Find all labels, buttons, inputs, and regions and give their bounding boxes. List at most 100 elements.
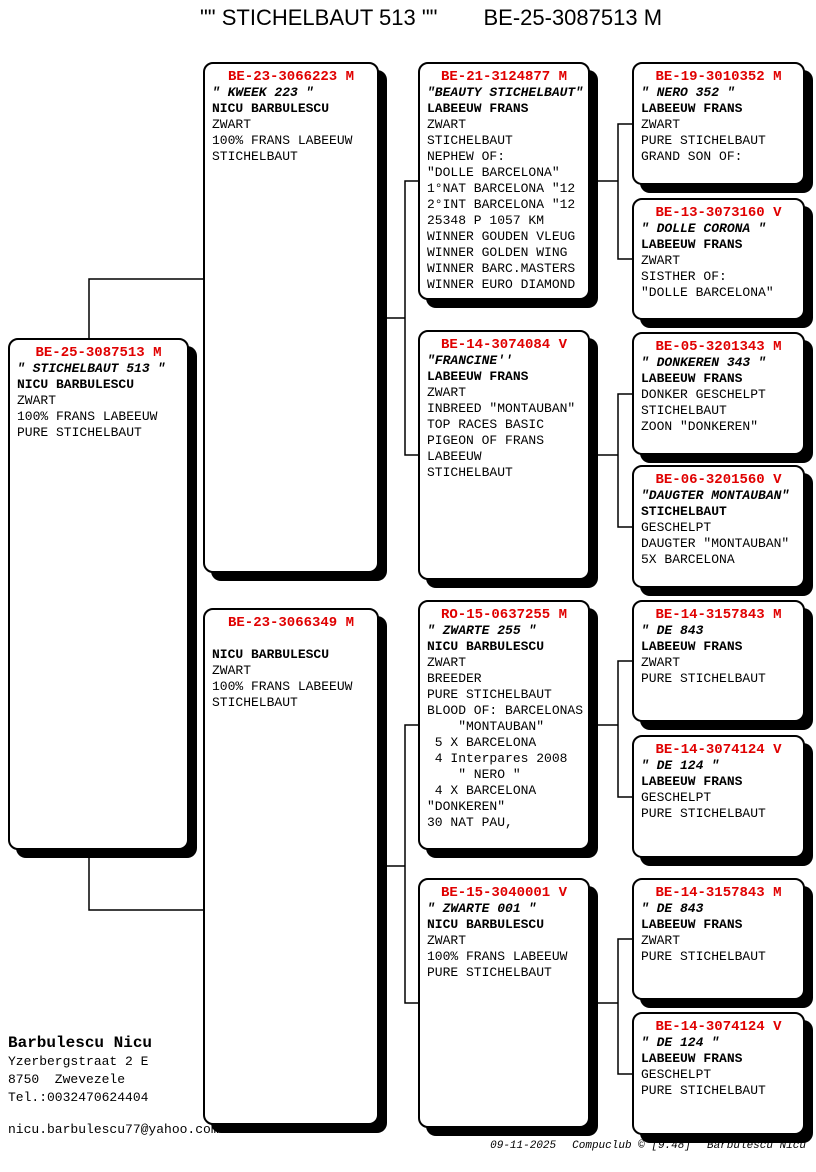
description-line: WINNER EURO DIAMOND bbox=[427, 277, 576, 292]
description-line: BLOOD OF: BARCELONAS bbox=[427, 703, 584, 718]
ring-number: BE-25-3087513 M bbox=[35, 345, 162, 361]
pigeon-name: " NERO 352 " bbox=[641, 85, 735, 100]
ring-number: BE-23-3066223 M bbox=[227, 69, 355, 85]
page-title: "" STICHELBAUT 513 "" BE-25-3087513 M bbox=[200, 5, 662, 31]
description-line: LABEEUW bbox=[427, 449, 482, 464]
pedigree-box-sire-dam: BE-14-3074084 V "FRANCINE'' LABEEUW FRAN… bbox=[418, 330, 590, 580]
description-line: GESCHELPT bbox=[641, 790, 712, 805]
owner-name: NICU BARBULESCU bbox=[212, 101, 330, 116]
description-line: PURE STICHELBAUT bbox=[427, 687, 552, 702]
description-line: PURE STICHELBAUT bbox=[641, 1083, 766, 1098]
description-line: 30 NAT PAU, bbox=[427, 815, 513, 830]
pigeon-name: " ZWARTE 255 " bbox=[427, 623, 537, 638]
ring-number: BE-23-3066349 M bbox=[227, 615, 355, 631]
description-line: 100% FRANS LABEEUW bbox=[427, 949, 568, 964]
ring-number: BE-14-3157843 M bbox=[655, 885, 782, 901]
description-line: DONKER GESCHELPT bbox=[641, 387, 766, 402]
title-pigeon-name: "" STICHELBAUT 513 "" bbox=[200, 5, 438, 30]
pigeon-name: " DE 843 bbox=[641, 901, 704, 916]
connector-line bbox=[404, 180, 418, 456]
description-line: ZWART bbox=[17, 393, 57, 408]
pigeon-name: " ZWARTE 001 " bbox=[427, 901, 537, 916]
ring-number: BE-14-3074084 V bbox=[440, 337, 568, 353]
description-line: PURE STICHELBAUT bbox=[427, 965, 552, 980]
software-version: Compuclub © [9.48] bbox=[572, 1140, 691, 1152]
description-line: BREEDER bbox=[427, 671, 482, 686]
ring-number: BE-14-3074124 V bbox=[655, 742, 782, 758]
pedigree-box-dam-dam: BE-15-3040001 V " ZWARTE 001 " NICU BARB… bbox=[418, 878, 590, 1128]
description-line: ZWART bbox=[427, 933, 467, 948]
breeder-phone: Tel.:0032470624404 bbox=[8, 1090, 149, 1105]
description-line: " NERO " bbox=[427, 767, 521, 782]
description-line: STICHELBAUT bbox=[212, 149, 298, 164]
pigeon-name: " DE 124 " bbox=[641, 1035, 720, 1050]
description-line: ZWART bbox=[212, 117, 252, 132]
description-line: WINNER BARC.MASTERS bbox=[427, 261, 576, 276]
description-line: STICHELBAUT bbox=[427, 133, 513, 148]
description-line: STICHELBAUT bbox=[641, 403, 727, 418]
connector-line bbox=[617, 123, 632, 260]
description-line: 100% FRANS LABEEUW bbox=[17, 409, 158, 424]
description-line: 2°INT BARCELONA "12 bbox=[427, 197, 576, 212]
owner-name: LABEEUW FRANS bbox=[641, 237, 743, 252]
description-line: DAUGTER "MONTAUBAN" bbox=[641, 536, 790, 551]
pigeon-name: " KWEEK 223 " bbox=[212, 85, 314, 100]
description-line: ZWART bbox=[641, 117, 681, 132]
connector-line bbox=[88, 850, 203, 911]
ring-number: BE-21-3124877 M bbox=[440, 69, 568, 85]
owner-name: LABEEUW FRANS bbox=[641, 371, 743, 386]
description-line: 5X BARCELONA bbox=[641, 552, 735, 567]
owner-name: NICU BARBULESCU bbox=[212, 647, 330, 662]
title-ring-number: BE-25-3087513 M bbox=[483, 5, 663, 30]
description-line: 100% FRANS LABEEUW bbox=[212, 133, 353, 148]
description-line: ZOON "DONKEREN" bbox=[641, 419, 759, 434]
description-line: "DONKEREN" bbox=[427, 799, 506, 814]
breeder-email: nicu.barbulescu77@yahoo.com bbox=[8, 1122, 219, 1137]
description-line: PURE STICHELBAUT bbox=[641, 949, 766, 964]
owner-name: LABEEUW FRANS bbox=[427, 101, 529, 116]
owner-name: NICU BARBULESCU bbox=[427, 639, 545, 654]
description-line: PIGEON OF FRANS bbox=[427, 433, 545, 448]
description-line: 4 Interpares 2008 bbox=[427, 751, 568, 766]
pigeon-name: " DONKEREN 343 " bbox=[641, 355, 766, 370]
ring-number: RO-15-0637255 M bbox=[440, 607, 568, 623]
owner-name: NICU BARBULESCU bbox=[17, 377, 135, 392]
pedigree-box-sire: BE-23-3066223 M " KWEEK 223 " NICU BARBU… bbox=[203, 62, 379, 573]
breeder-contact-block: Barbulescu Nicu Yzerbergstraat 2 E 8750 … bbox=[8, 1033, 219, 1139]
pigeon-name: " DE 124 " bbox=[641, 758, 720, 773]
description-line: 5 X BARCELONA bbox=[427, 735, 537, 750]
description-line: INBREED "MONTAUBAN" bbox=[427, 401, 576, 416]
description-line: NEPHEW OF: bbox=[427, 149, 506, 164]
ring-number: BE-15-3040001 V bbox=[440, 885, 568, 901]
pedigree-box-subject: BE-25-3087513 M " STICHELBAUT 513 " NICU… bbox=[8, 338, 189, 850]
ring-number: BE-06-3201560 V bbox=[655, 472, 782, 488]
description-line: "DOLLE BARCELONA" bbox=[427, 165, 560, 180]
connector-line bbox=[404, 724, 418, 1004]
description-line: WINNER GOLDEN WING bbox=[427, 245, 568, 260]
description-line: STICHELBAUT bbox=[212, 695, 298, 710]
pedigree-box-dam-sire: RO-15-0637255 M " ZWARTE 255 " NICU BARB… bbox=[418, 600, 590, 850]
description-line: PURE STICHELBAUT bbox=[17, 425, 142, 440]
description-line: TOP RACES BASIC bbox=[427, 417, 545, 432]
description-line: "MONTAUBAN" bbox=[427, 719, 545, 734]
description-line: ZWART bbox=[641, 933, 681, 948]
description-line: GESCHELPT bbox=[641, 1067, 712, 1082]
owner-name: LABEEUW FRANS bbox=[641, 1051, 743, 1066]
print-footer: 09-11-2025 Compuclub © [9.48] Barbulescu… bbox=[490, 1140, 806, 1152]
description-line: ZWART bbox=[427, 117, 467, 132]
owner-name: LABEEUW FRANS bbox=[641, 774, 743, 789]
pedigree-box-sire-sire: BE-21-3124877 M "BEAUTY STICHELBAUT" LAB… bbox=[418, 62, 590, 300]
owner-name: LABEEUW FRANS bbox=[427, 369, 529, 384]
